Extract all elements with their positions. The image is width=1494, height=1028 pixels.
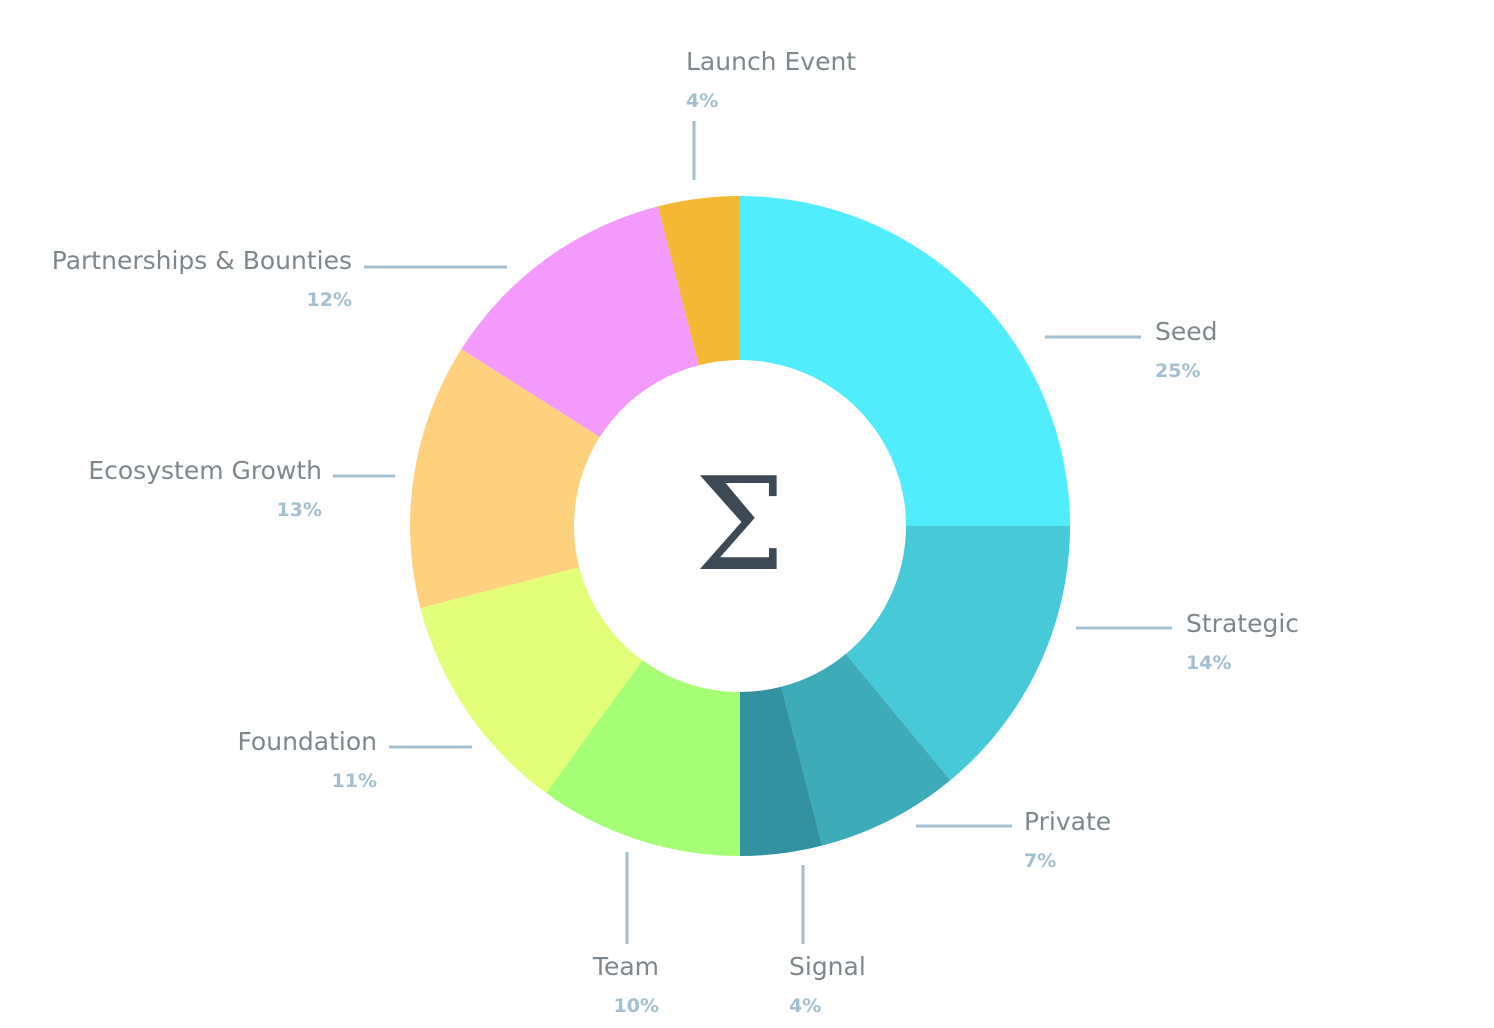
label-strategic: Strategic [1186,609,1299,638]
slice-seed [740,196,1070,526]
slice-launch-event [657,196,740,366]
labels-layer: Seed 25% Strategic 14% Private 7% Signal 4% Team… [52,47,1299,1017]
slice-private [781,653,951,846]
label-signal: Signal [789,952,866,981]
label-seed: Seed [1155,317,1218,346]
percent-partnerships-bounties: 12% [307,289,352,311]
center-sigma-symbol: Σ [695,451,786,600]
label-launch-event: Launch Event [686,47,856,76]
label-private: Private [1024,807,1111,836]
label-ecosystem-growth: Ecosystem Growth [88,456,322,485]
slice-ecosystem-growth [410,349,600,609]
slices-layer [410,196,1070,856]
percent-private: 7% [1024,850,1056,872]
percent-ecosystem-growth: 13% [277,499,322,521]
label-foundation: Foundation [237,727,377,756]
label-partnerships-bounties: Partnerships & Bounties [52,246,352,275]
percent-launch-event: 4% [686,90,718,112]
percent-foundation: 11% [332,770,377,792]
slice-signal [740,686,823,856]
slice-strategic [845,526,1070,781]
percent-seed: 25% [1155,360,1200,382]
percent-team: 10% [614,995,659,1017]
slice-partnerships-bounties [461,206,699,438]
slice-foundation [420,567,643,793]
percent-strategic: 14% [1186,652,1231,674]
slice-team [546,660,740,856]
percent-signal: 4% [789,995,821,1017]
label-team: Team [592,952,659,981]
leader-lines-layer [333,121,1172,944]
